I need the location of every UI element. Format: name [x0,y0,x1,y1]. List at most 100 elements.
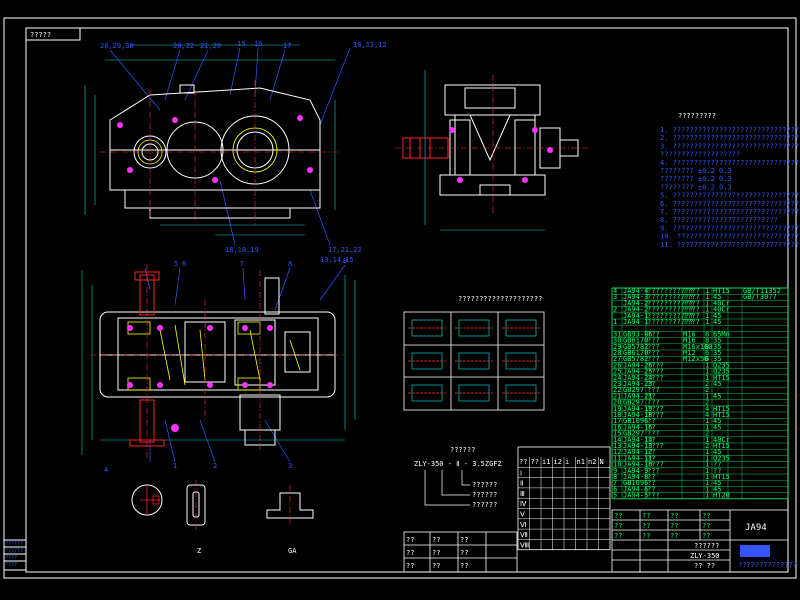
callout-mid-6: 1 [173,462,177,470]
parts-cell: 6 [705,349,709,357]
model-code-heading: ?????? [450,446,475,454]
tech-requirement-11: 8. ????????????????????????? [660,216,778,224]
title-block-cell-10: ?? [670,532,678,540]
ratio-row-label-0: Ⅰ [520,469,522,477]
sheet-caption: ?????????????? [738,561,797,569]
callout-mid-8: 3 [288,462,292,470]
ratio-header-6: n2 [588,458,596,466]
parts-cell: 45 [713,318,721,326]
parts-cell: M16 [683,337,696,345]
parts-cell: JA94-24 [623,374,653,382]
parts-cell: JA94-25 [623,368,653,376]
parts-cell: 19 [613,405,621,413]
parts-cell: 1 [705,492,709,500]
parts-cell: 1 [705,467,709,475]
callout-mid-7: 2 [213,462,217,470]
parts-cell: 45 [713,417,721,425]
parts-cell: 1 [705,479,709,487]
bottom-left-cell-2: ?? [460,536,468,544]
ratio-header-5: n1 [577,458,585,466]
ratio-header-2: i1 [542,458,550,466]
parts-cell: 2 [705,399,709,407]
parts-cell: ???? [647,442,664,450]
parts-cell: 45 [713,293,721,301]
parts-cell: M12 [683,349,696,357]
parts-cell: 1 [705,299,709,307]
parts-cell: 15 [613,430,621,438]
parts-cell: 27 [613,355,621,363]
parts-cell: 16 [613,423,621,431]
left-margin-cell-4: ???? [5,562,17,568]
parts-cell: HT20 [713,492,730,500]
parts-cell: 8 [705,330,709,338]
parts-cell: 4 [705,411,709,419]
detail-views: Z GA [131,480,314,555]
parts-cell: 45 [713,423,721,431]
title-block-cell-8: ?? [614,532,622,540]
parts-cell: 2 [705,386,709,394]
parts-cell: ??????????? [647,312,693,320]
parts-cell: 8 [705,337,709,345]
title-block: ???????????????????????? JA94 ??????????… [611,509,797,573]
parts-cell: ?? [647,448,655,456]
model-note-1: ?????? [472,481,497,489]
parts-cell: ?? [647,417,655,425]
parts-cell: 17 [613,417,621,425]
parts-cell: ???? [683,293,700,301]
title-block-cell-6: ?? [670,522,678,530]
parts-cell: ?? [647,436,655,444]
parts-cell: 12 [613,448,621,456]
parts-cell: 25 [613,368,621,376]
model-note-2: ?????? [472,491,497,499]
parts-cell: 1 [705,361,709,369]
callout-mid-1: 5 [174,260,178,268]
title-block-cell-5: ?? [642,522,650,530]
plan-view: 5 6 7 8 9 1 2 3 4 [81,257,356,474]
parts-cell: M16x160 [683,343,713,351]
model-code-text: ZLY-350 - Ⅱ - 3.5ZGFZ [414,460,502,468]
title-block-cell-3: ?? [702,512,710,520]
ratio-row-label-6: Ⅶ [520,531,528,539]
callout-mid-5: 9 [343,257,347,265]
view-ga-label: GA [288,547,297,555]
parts-cell: 1 [705,454,709,462]
parts-cell: 1 [705,417,709,425]
parts-cell: ??? [647,492,660,500]
tech-requirement-7: ???????? ±0.2 0.3 [660,183,732,191]
tech-requirement-14: 11. ????????????????????????????????? [660,241,800,249]
parts-cell: ??? [647,355,660,363]
parts-cell: ??? [647,349,660,357]
ratio-header-7: N [600,458,604,466]
parts-cell: ??? [647,430,660,438]
parts-cell: JA94-13 [623,442,653,450]
parts-cell: ???? [647,405,664,413]
parts-cell: ??? [647,386,660,394]
ratio-row-label-4: Ⅴ [520,511,525,519]
parts-cell: 2 [705,380,709,388]
bottom-left-cell-6: ?? [406,562,414,570]
parts-cell: 1 [705,306,709,314]
tech-requirement-6: ???????? ±0.2 0.3 [660,175,732,183]
parts-cell: 18 [613,411,621,419]
left-margin-cell-1: ?????? [5,541,23,547]
parts-cell: 4 [705,405,709,413]
parts-cell: M16 [683,330,696,338]
tech-requirement-12: 9. ????????????????????????????????? [660,224,800,232]
callout-top-3: 21,20 [200,42,221,50]
parts-cell: JA94-6 [623,485,648,493]
parts-cell: ???? [683,299,700,307]
parts-cell: 9 [613,467,617,475]
parts-cell: 1 [705,374,709,382]
parts-cell: JA94-5 [623,492,648,500]
parts-cell: JA94-12 [623,448,653,456]
parts-cell: Q235 [713,454,730,462]
title-block-cell-0: ?? [614,512,622,520]
bottom-left-cell-7: ?? [432,562,440,570]
parts-cell: 4 [613,287,617,295]
callout-top-6: 17 [283,42,291,50]
tech-requirement-2: 3. ?????????????????????????????????????… [660,142,800,150]
parts-cell: 45 [713,312,721,320]
parts-cell: ??? [647,343,660,351]
drawing-number: JA94 [745,523,767,533]
tech-requirement-1: 2. ???????????????????????????????????? [660,134,800,142]
